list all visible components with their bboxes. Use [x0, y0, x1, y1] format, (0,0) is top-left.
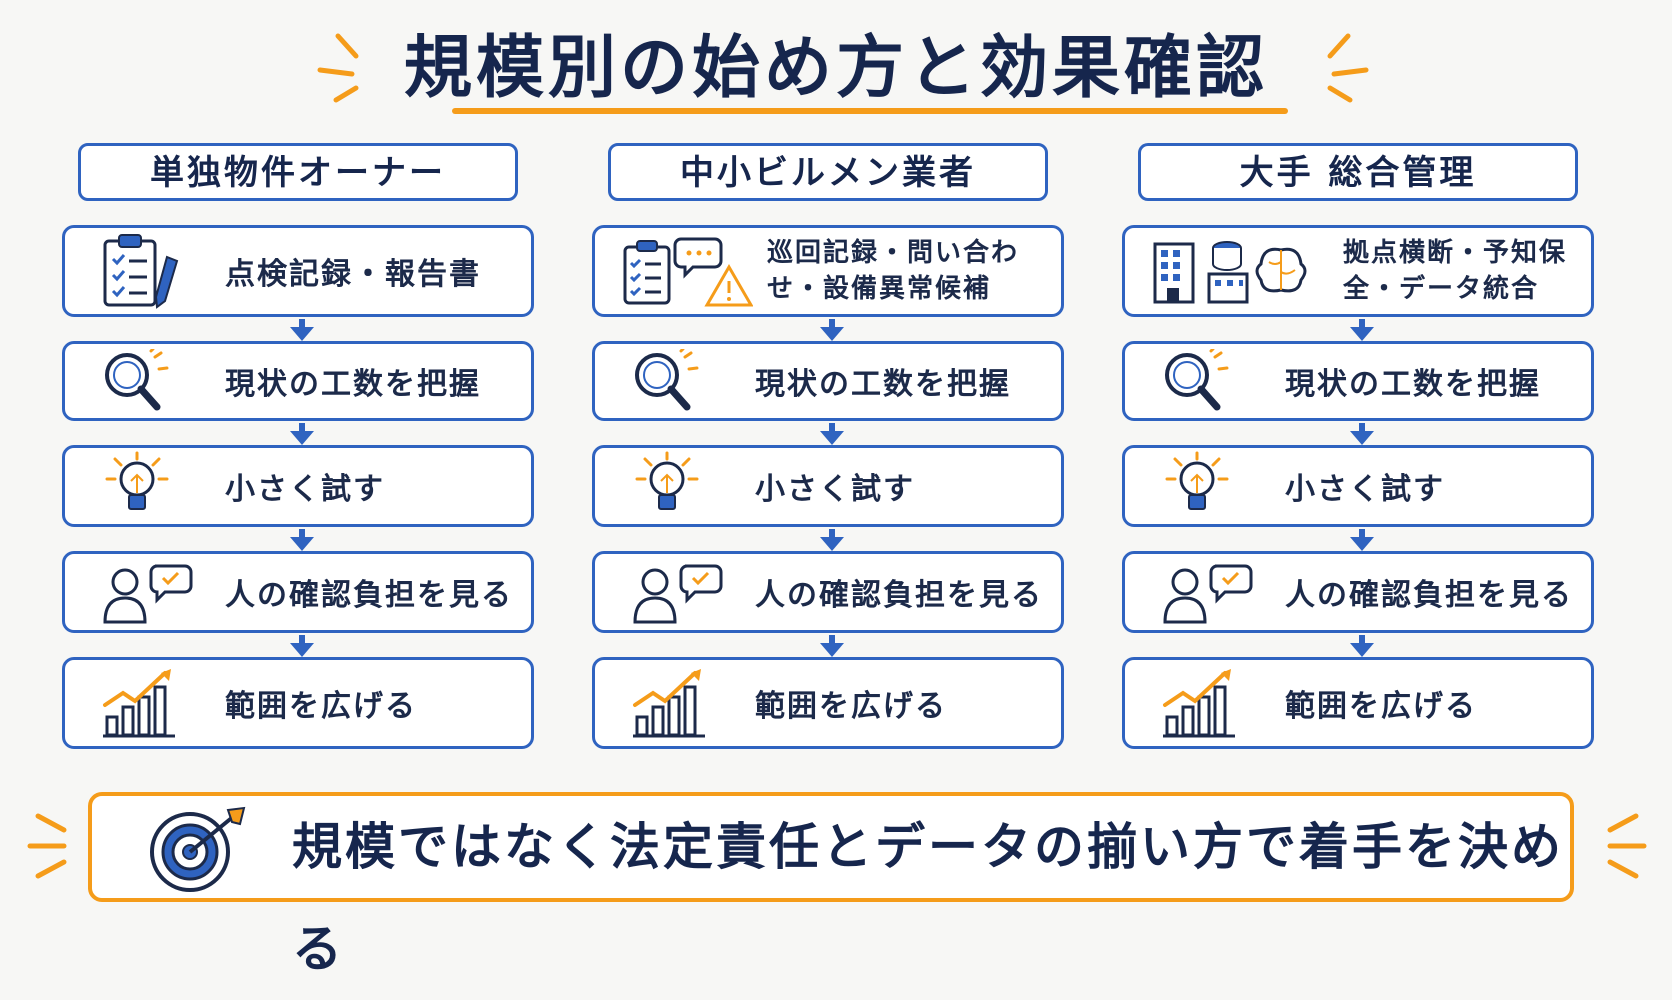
flow-arrow — [290, 423, 314, 445]
step-label: 小さく試す — [755, 472, 915, 507]
clipboard-checklist-icon — [623, 237, 753, 307]
flow-arrow — [1350, 635, 1374, 657]
flow-arrow — [290, 635, 314, 657]
step-label: 人の確認負担を見る — [1285, 578, 1573, 613]
step-expand: 範囲を広げる — [1122, 657, 1594, 749]
target-icon — [150, 806, 246, 892]
lightbulb-icon — [1165, 451, 1229, 510]
pen-icon — [154, 255, 179, 309]
flow-arrow — [1350, 529, 1374, 551]
step-expand: 範囲を広げる — [62, 657, 534, 749]
growth-chart-icon — [103, 669, 175, 738]
step-human-check: 人の確認負担を見る — [62, 551, 534, 633]
step-label: 範囲を広げる — [755, 689, 947, 724]
lightbulb-icon — [635, 451, 699, 510]
flow-arrow — [820, 635, 844, 657]
magnifier-icon — [635, 349, 699, 411]
flow-arrow — [290, 529, 314, 551]
person-check-icon — [633, 564, 723, 624]
column-header: 中小ビルメン業者 — [608, 143, 1048, 201]
step-first: 拠点横断・予知保全・データ統合 — [1122, 225, 1594, 317]
step-workload: 現状の工数を把握 — [1122, 341, 1594, 421]
flow-arrow — [820, 529, 844, 551]
building-icon — [1153, 241, 1307, 304]
growth-chart-icon — [1163, 669, 1235, 738]
step-label: 現状の工数を把握 — [225, 367, 481, 402]
person-check-icon — [103, 564, 193, 624]
chat-bubble-icon — [673, 237, 723, 279]
bottom-left-sparks — [27, 813, 67, 879]
column-header: 大手 総合管理 — [1138, 143, 1578, 201]
step-try-small: 小さく試す — [1122, 445, 1594, 527]
step-workload: 現状の工数を把握 — [592, 341, 1064, 421]
title-underline — [452, 108, 1288, 114]
title-left-sparks — [317, 33, 359, 103]
column-header: 単独物件オーナー — [78, 143, 518, 201]
step-human-check: 人の確認負担を見る — [592, 551, 1064, 633]
title-right-sparks — [1327, 33, 1369, 103]
step-label: 巡回記録・問い合わせ・設備異常候補 — [767, 238, 1020, 304]
brain-icon — [1255, 247, 1307, 293]
conclusion-text: 規模ではなく法定責任とデータの揃い方で着手を決める — [292, 818, 1564, 978]
step-label: 現状の工数を把握 — [1285, 367, 1541, 402]
flow-arrow — [290, 319, 314, 341]
bottom-right-sparks — [1607, 813, 1647, 879]
step-try-small: 小さく試す — [62, 445, 534, 527]
step-human-check: 人の確認負担を見る — [1122, 551, 1594, 633]
growth-chart-icon — [633, 669, 705, 738]
step-first: 巡回記録・問い合わせ・設備異常候補 — [592, 225, 1064, 317]
step-expand: 範囲を広げる — [592, 657, 1064, 749]
step-label: 現状の工数を把握 — [755, 367, 1011, 402]
step-label: 拠点横断・予知保全・データ統合 — [1343, 238, 1568, 304]
step-label: 人の確認負担を見る — [755, 578, 1043, 613]
flow-arrow — [820, 319, 844, 341]
step-label: 範囲を広げる — [225, 689, 417, 724]
step-first: 点検記録・報告書 — [62, 225, 534, 317]
step-label: 範囲を広げる — [1285, 689, 1477, 724]
magnifier-icon — [105, 349, 169, 411]
conclusion-banner: 規模ではなく法定責任とデータの揃い方で着手を決める — [88, 792, 1574, 978]
page-title: 規模別の始め方と効果確認 — [403, 29, 1268, 108]
step-label: 点検記録・報告書 — [225, 257, 481, 292]
flow-arrow — [1350, 319, 1374, 341]
flow-arrow — [820, 423, 844, 445]
step-label: 人の確認負担を見る — [225, 578, 513, 613]
flow-arrow — [1350, 423, 1374, 445]
person-check-icon — [1163, 564, 1253, 624]
step-label: 小さく試す — [1285, 472, 1445, 507]
database-icon — [1207, 241, 1249, 304]
step-try-small: 小さく試す — [592, 445, 1064, 527]
step-label: 小さく試す — [225, 472, 385, 507]
warning-icon — [704, 264, 753, 307]
step-workload: 現状の工数を把握 — [62, 341, 534, 421]
clipboard-checklist-icon — [103, 234, 179, 309]
magnifier-icon — [1165, 349, 1229, 411]
lightbulb-icon — [105, 451, 169, 510]
